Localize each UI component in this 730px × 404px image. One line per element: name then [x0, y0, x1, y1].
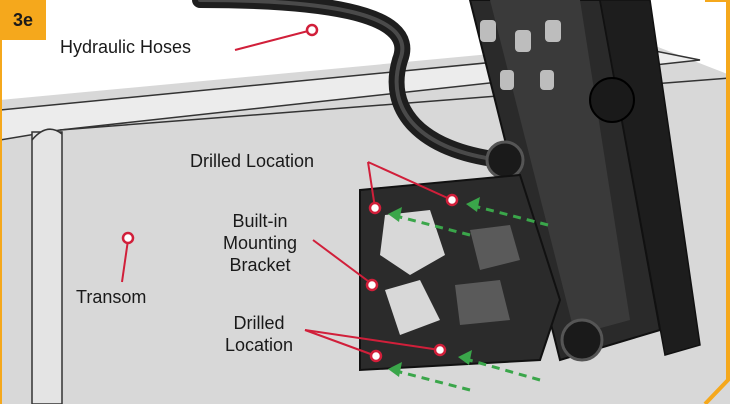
plate-hole-3 — [545, 20, 561, 42]
hydraulic-hoses-label: Hydraulic Hoses — [60, 37, 192, 57]
plate-hole-2 — [515, 30, 531, 52]
jack-plate-face — [490, 0, 630, 335]
plate-hole-1 — [480, 20, 496, 42]
mounting-bracket-label-line1: Built-in — [232, 211, 288, 231]
step-badge: 3e — [0, 0, 46, 40]
bracket-cutout-4 — [455, 280, 510, 325]
hydraulic-hose-1-highlight — [198, 0, 502, 162]
callout-dots — [121, 23, 459, 363]
adjust-knob — [589, 77, 635, 123]
plate-hole-5 — [540, 70, 554, 90]
drilled-location-bottom-line2: Location — [224, 335, 294, 355]
drilled-location-bottom-label: Drilled Location — [214, 312, 304, 356]
transom-corner-post — [31, 131, 63, 404]
page-frame-right — [703, 0, 730, 404]
drill-arrowheads — [388, 197, 480, 377]
mounting-bracket — [359, 173, 562, 372]
pivot-bolt-bottom — [560, 318, 604, 362]
transom-corner-cap — [31, 128, 63, 141]
mounting-bracket-label: Built-in Mounting Bracket — [210, 210, 310, 276]
mounting-bracket-label-line3: Bracket — [229, 255, 291, 275]
bracket-cutout-1 — [380, 210, 445, 275]
transom-label: Transom — [76, 287, 147, 307]
drilled-location-bottom-line1: Drilled — [233, 313, 285, 333]
drilled-location-top-label: Drilled Location — [190, 151, 315, 171]
plate-hole-4 — [500, 70, 514, 90]
callout-lines — [121, 29, 453, 357]
pivot-bolt-top — [485, 140, 525, 180]
bracket-cutout-2 — [385, 280, 440, 335]
bracket-cutout-3 — [470, 225, 520, 270]
mounting-bracket-label-line2: Mounting — [222, 233, 298, 253]
